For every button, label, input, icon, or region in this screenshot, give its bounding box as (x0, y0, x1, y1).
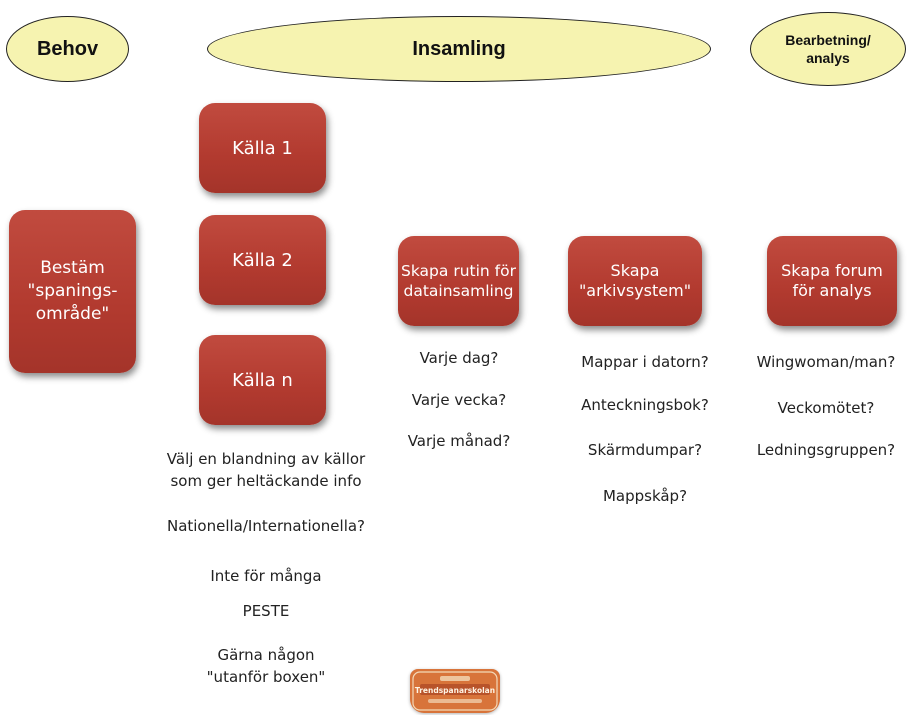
note-rutin-dag: Varje dag? (419, 349, 499, 367)
note-inte-for-manga: Inte för många (210, 567, 322, 585)
box-kalla-1: Källa 1 (199, 103, 326, 193)
header-behov: Behov (6, 16, 129, 82)
svg-text:Trendspanarskolan: Trendspanarskolan (415, 686, 495, 695)
box-bestam-spaningsomrade: Bestäm "spanings- område" (9, 210, 136, 373)
note-arkiv-skarmdumpar: Skärmdumpar? (587, 441, 703, 459)
note-forum-ledningsgruppen: Ledningsgruppen? (756, 441, 896, 459)
box-skapa-rutin: Skapa rutin för datainsamling (398, 236, 519, 326)
note-forum-wingwoman: Wingwoman/man? (756, 353, 896, 371)
note-utanfor-boxen: "utanför boxen" (206, 668, 326, 686)
note-arkiv-mappar: Mappar i datorn? (581, 353, 709, 371)
note-peste: PESTE (242, 602, 290, 620)
note-blandning: Välj en blandning av källor (166, 450, 366, 468)
header-insamling: Insamling (207, 16, 711, 82)
box-skapa-arkivsystem: Skapa "arkivsystem" (568, 236, 702, 326)
trendspanarskolan-logo: Trendspanarskolan (410, 669, 500, 713)
note-arkiv-anteckningsbok: Anteckningsbok? (581, 396, 709, 414)
box-kalla-n: Källa n (199, 335, 326, 425)
note-heltackande: som ger heltäckande info (170, 472, 362, 490)
note-arkiv-mappskap: Mappskåp? (602, 487, 688, 505)
note-rutin-manad: Varje månad? (407, 432, 511, 450)
note-forum-veckomotet: Veckomötet? (777, 399, 875, 417)
note-garna: Gärna någon (217, 646, 315, 664)
note-nationella: Nationella/Internationella? (166, 517, 366, 535)
box-skapa-forum: Skapa forum för analys (767, 236, 897, 326)
box-kalla-2: Källa 2 (199, 215, 326, 305)
note-rutin-vecka: Varje vecka? (411, 391, 507, 409)
logo-badge-icon: Trendspanarskolan (412, 671, 498, 711)
header-analys: Bearbetning/ analys (750, 12, 906, 86)
